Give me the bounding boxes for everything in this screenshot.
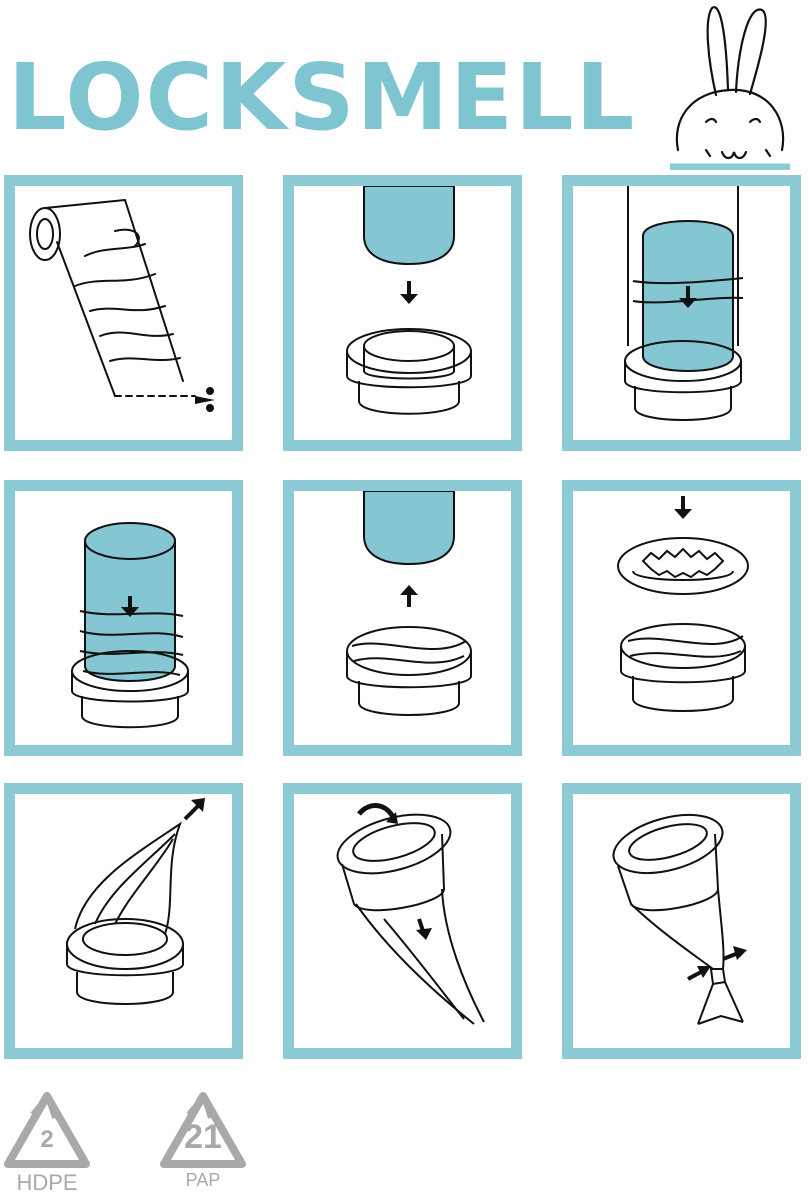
pull-up-icon <box>66 798 205 1005</box>
invert-icon <box>336 803 485 1025</box>
cylinder-up-icon <box>346 491 472 716</box>
recycle-label: HDPE <box>16 1170 78 1195</box>
step-panel-9 <box>562 783 801 1059</box>
step-panel-3 <box>562 175 801 451</box>
recycle-label: PAP <box>185 1170 221 1190</box>
rabbit-icon <box>670 6 790 170</box>
recycle-triangle-icon <box>160 1091 246 1168</box>
roll-scissors-icon <box>29 199 215 412</box>
bag-cylinder-icon <box>71 522 189 729</box>
step-panel-2 <box>283 175 522 451</box>
recycle-badge-pap: 21 PAP <box>158 1090 248 1200</box>
ring-slide-icon <box>624 186 744 421</box>
recycle-badge-hdpe: 2 HDPE <box>2 1090 92 1200</box>
lid-down-icon <box>617 496 749 712</box>
step-panel-5 <box>283 480 522 756</box>
step-panel-4 <box>4 480 243 756</box>
step-panel-8 <box>283 783 522 1059</box>
recycle-code: 2 <box>40 1126 54 1153</box>
step-panel-7 <box>4 783 243 1059</box>
recycle-triangle-icon <box>4 1091 90 1168</box>
cylinder-down-icon <box>346 186 472 415</box>
brand-title: LOCKSMELL <box>8 44 637 151</box>
recycle-code: 21 <box>184 1118 222 1156</box>
step-panel-6 <box>562 480 801 756</box>
step-panel-1 <box>4 175 243 451</box>
tie-icon <box>612 814 747 1025</box>
